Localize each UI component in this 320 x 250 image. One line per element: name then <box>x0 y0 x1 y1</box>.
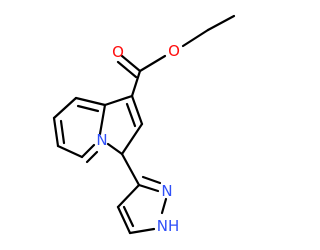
bond-pyrazole-c5-c4 <box>116 205 132 235</box>
bond-pyrazole-c5-c4-inner <box>122 205 135 228</box>
bond-ethyl-ch2-o <box>181 28 210 48</box>
bond-c5-n4 <box>80 143 96 159</box>
bond-c1-c2 <box>130 94 144 126</box>
bond-c5-n4-inner <box>85 150 99 164</box>
bond-c2-c3 <box>120 122 144 156</box>
bond-c8a-c8 <box>74 96 107 107</box>
bond-c7-c6-inner <box>59 119 66 145</box>
bond-pyrazole-n1-c5 <box>128 227 156 235</box>
atom-label-pyrazole-nitrogen: N <box>161 182 172 200</box>
bond-c1-c8a <box>103 94 134 107</box>
bond-n4-c8a <box>98 103 107 136</box>
bond-carbonyl-double-b <box>116 60 138 79</box>
molecule-canvas: O O N N NH <box>52 14 236 235</box>
bond-c1-c2-inner <box>125 102 137 128</box>
bond-carbonyl-ring <box>130 69 142 98</box>
atom-label-bridgehead-nitrogen: N <box>96 131 107 149</box>
bond-pyrazole-c4-c3 <box>116 183 141 209</box>
atom-label-ester-oxygen: O <box>168 42 180 60</box>
bond-c3-pyrazole <box>120 152 141 187</box>
bond-c8-c7 <box>52 96 78 120</box>
molecule-structure: O O N N NH <box>52 14 236 235</box>
bond-pyrazole-c3-n2-inner <box>141 175 162 185</box>
bond-ethyl-ch3 <box>206 14 236 32</box>
bond-c3-n4 <box>106 142 124 156</box>
atom-label-pyrazole-nh: NH <box>157 217 180 235</box>
bond-pyrazole-c3-n2 <box>137 183 160 193</box>
bond-o-carbonyl <box>138 54 167 73</box>
atom-label-carbonyl-oxygen: O <box>112 43 124 61</box>
bond-c6-c5 <box>56 144 84 159</box>
bond-c8a-c8-inner <box>76 104 100 113</box>
bond-carbonyl-double-a <box>120 54 142 73</box>
bond-c7-c6 <box>52 116 60 148</box>
bond-pyrazole-n2-n1 <box>160 197 168 215</box>
